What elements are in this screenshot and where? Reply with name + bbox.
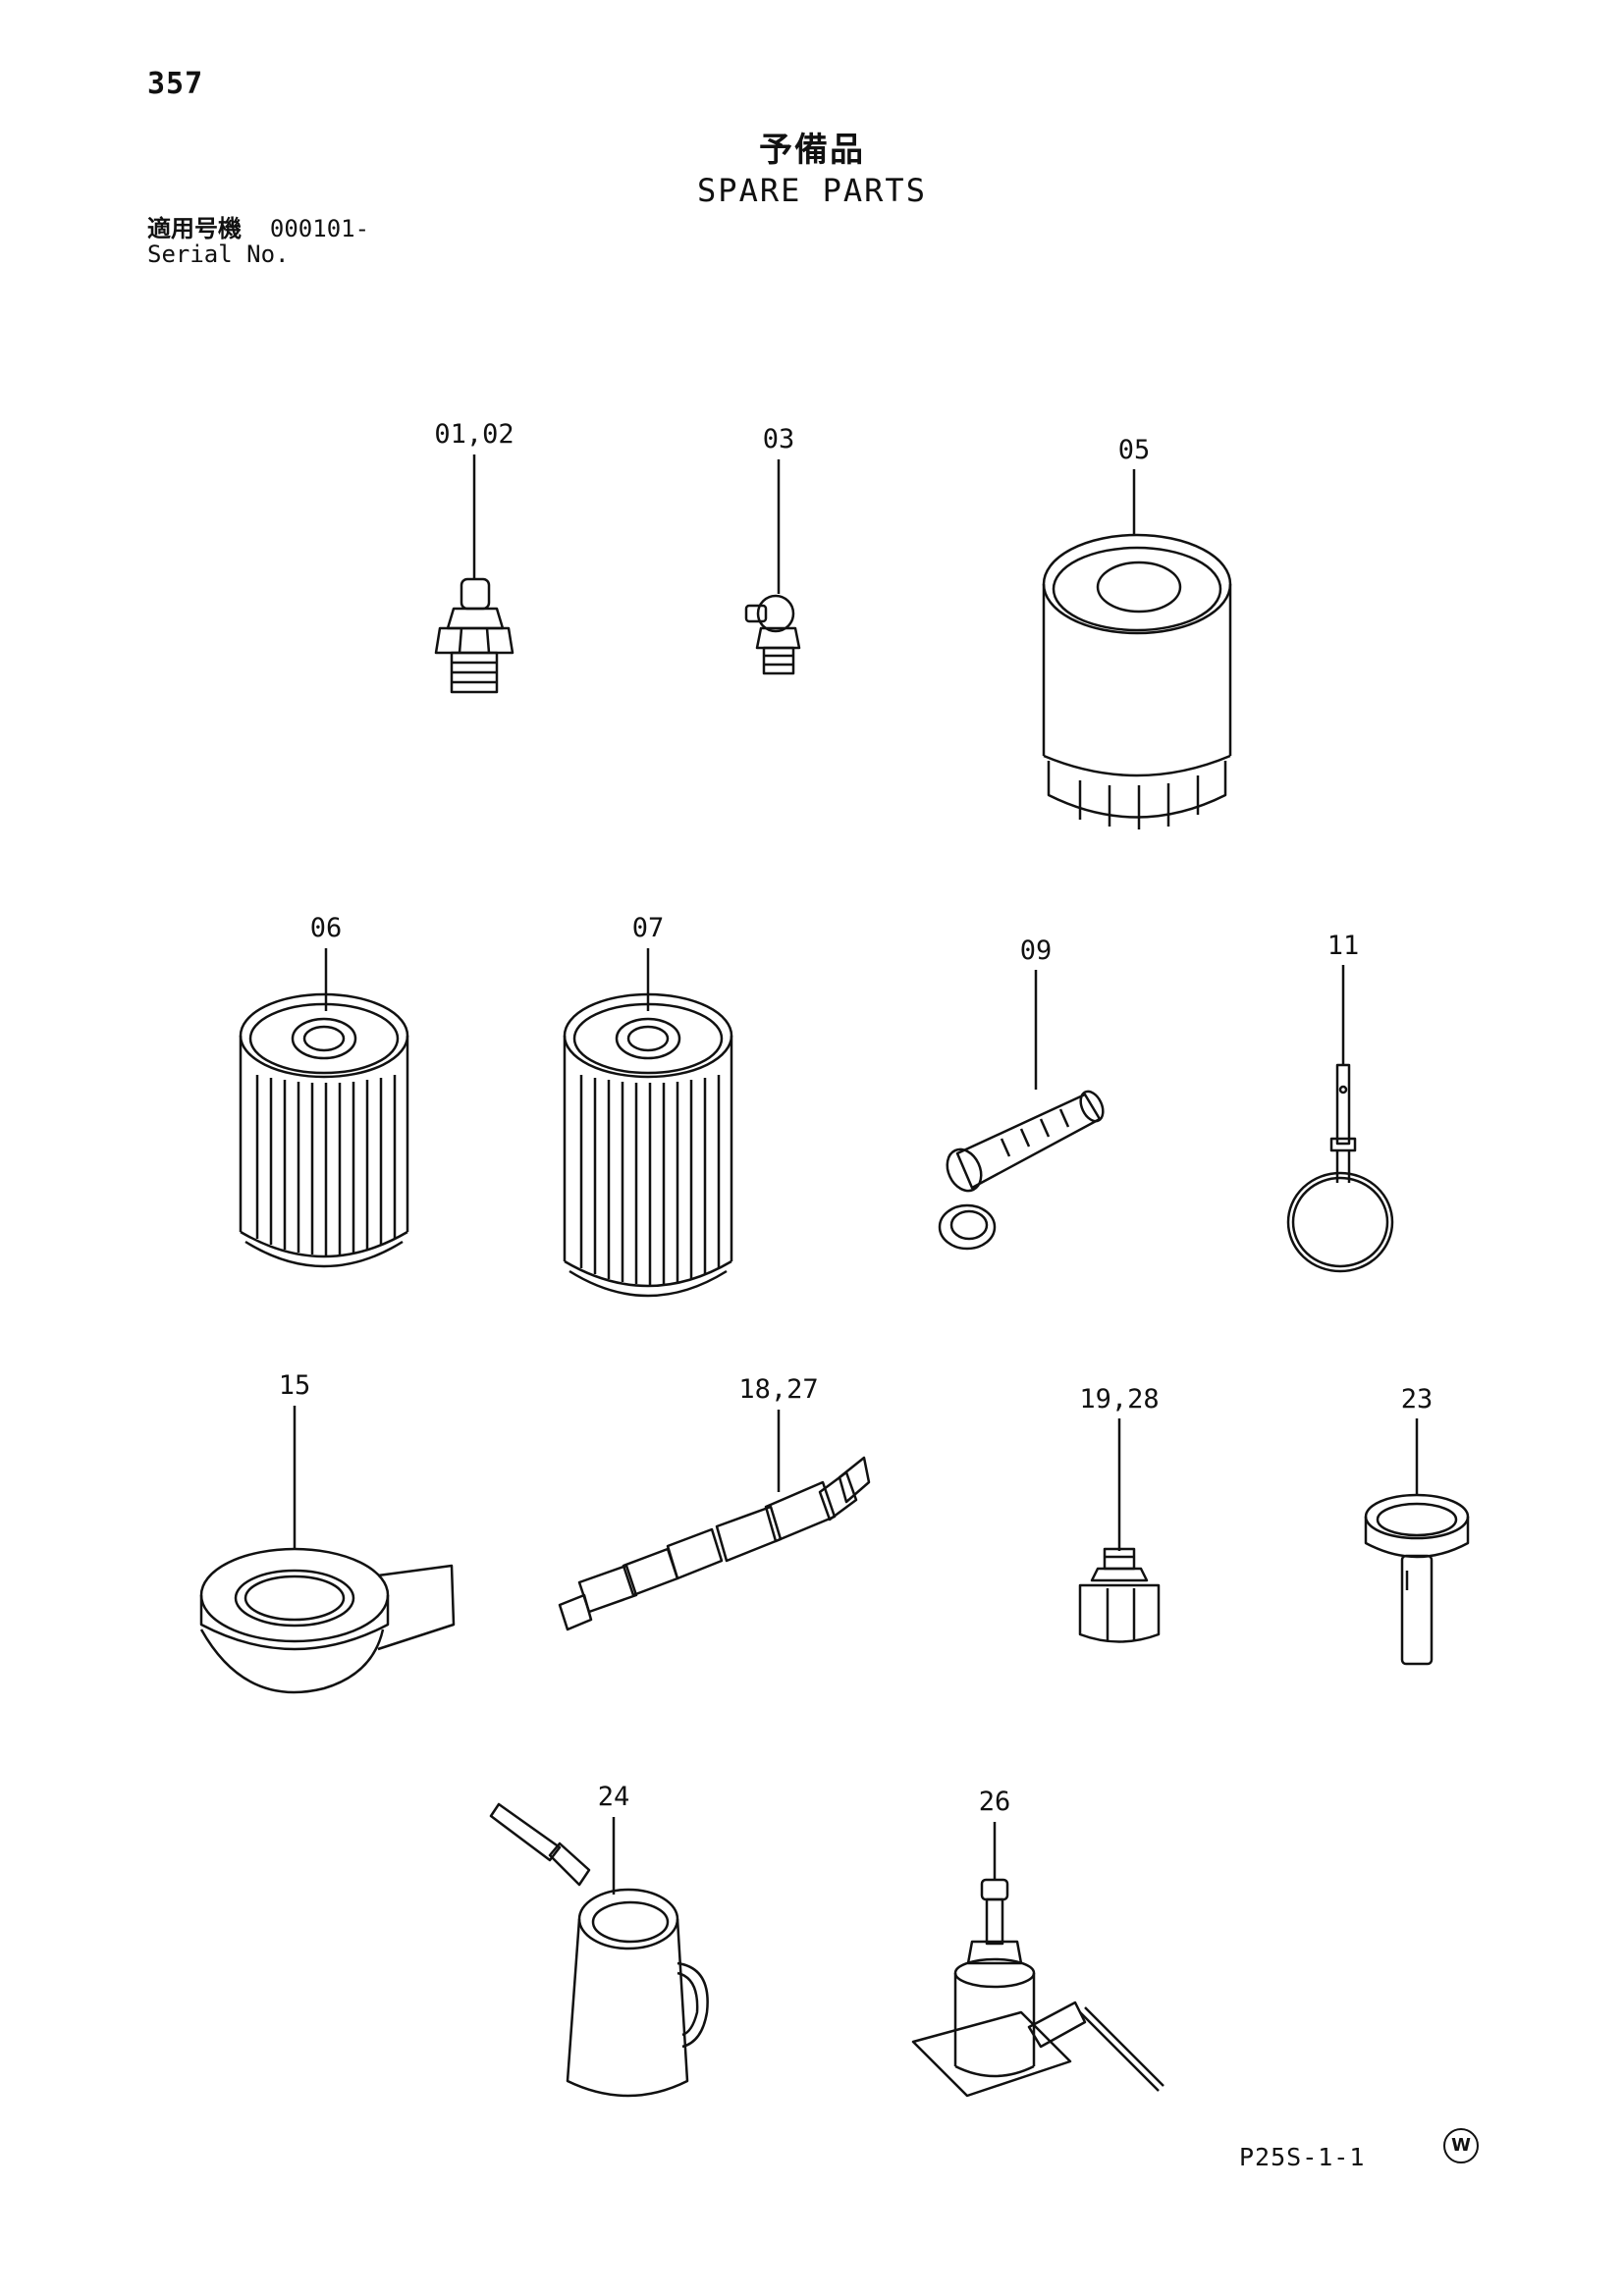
hydraulic-jack [911,1878,1164,2098]
callout-03: 03 [762,424,795,454]
plug [1078,1547,1161,1643]
page-title: SPARE PARTS [697,172,927,209]
callout-18-27: 18,27 [738,1374,819,1405]
funnel-tool [1364,1493,1470,1666]
serial-label-japanese: 適用号機 [147,215,242,242]
document-code: P25S-1-1 [1239,2143,1366,2171]
page-number: 357 [147,67,204,101]
callout-09: 09 [1019,935,1053,966]
callout-19-28: 19,28 [1079,1384,1160,1415]
strainer [938,1090,1105,1251]
filter-element-07 [563,992,733,1298]
o-ring [1286,1063,1394,1273]
serial-value: 000101- [269,215,370,242]
callout-24: 24 [597,1782,630,1812]
callout-11: 11 [1326,931,1360,961]
callout-07: 07 [631,913,665,943]
callout-01-02: 01,02 [434,419,514,450]
page-title-japanese: 予備品 [759,131,865,170]
callout-15: 15 [278,1370,311,1401]
callout-05: 05 [1117,435,1151,465]
spin-on-filter [1042,533,1232,829]
filter-element-06 [239,992,409,1268]
callout-26: 26 [978,1787,1011,1817]
callout-06: 06 [309,913,343,943]
hose-assembly [558,1456,871,1631]
leader-lines [293,454,1419,1895]
w-mark-symbol: W [1443,2128,1479,2163]
grease-nipple-elbow [744,594,801,675]
serial-block: 適用号機 000101- Serial No. [147,216,369,267]
seal-tape [199,1547,456,1694]
oil-can [489,1802,709,2098]
serial-label: Serial No. [147,240,290,268]
callout-23: 23 [1400,1384,1434,1415]
grease-nipple-straight [434,577,514,694]
